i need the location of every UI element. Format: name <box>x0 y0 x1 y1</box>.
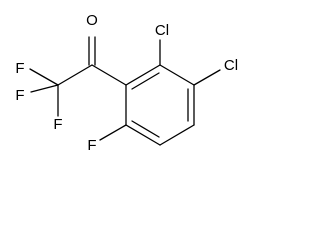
fluorine-label-top: F <box>15 60 24 77</box>
ring-f-bond <box>99 124 127 141</box>
fluorine-label-bottom: F <box>53 116 62 133</box>
ring-cl-right-bond <box>193 69 221 86</box>
ring-bond-1 <box>125 64 161 86</box>
ring-bond-4 <box>159 124 195 146</box>
ring-bond-2 <box>159 64 195 86</box>
fluorine-label-left: F <box>15 87 24 104</box>
cf3-f-top <box>29 68 59 86</box>
c-cf3-bond <box>57 64 93 86</box>
fluorine-label-ring: F <box>87 137 96 154</box>
chemical-structure: O F F F Cl Cl F <box>15 12 238 154</box>
ring-inner-bond-3 <box>131 120 160 138</box>
ring-inner-bond-1 <box>131 72 160 90</box>
cf3-f-left <box>30 84 59 93</box>
bonds <box>29 36 221 146</box>
oxygen-label: O <box>86 12 98 29</box>
carbonyl-ring-bond <box>91 64 127 86</box>
ring-bond-5 <box>125 124 161 146</box>
chlorine-label-top: Cl <box>155 22 169 39</box>
atom-labels: O F F F Cl Cl F <box>15 12 238 154</box>
chlorine-label-right: Cl <box>224 57 238 74</box>
